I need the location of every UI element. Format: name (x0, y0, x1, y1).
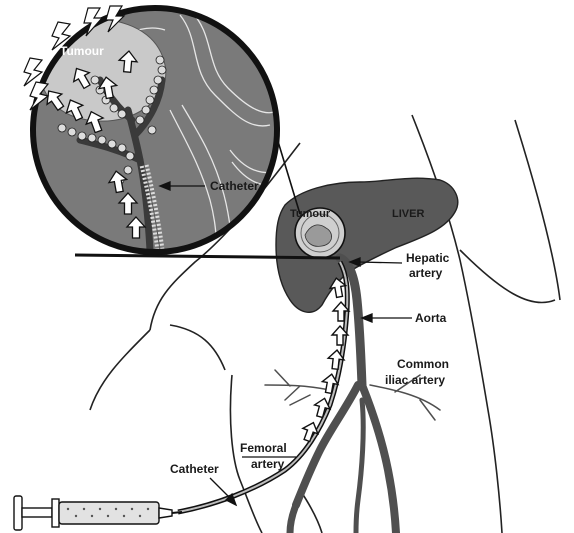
label-tumour-liver: Tumour (290, 208, 331, 220)
label-catheter-inset: Catheter (210, 179, 259, 193)
label-femoral-1: Femoral (240, 441, 287, 455)
label-hepatic-2: artery (409, 266, 443, 280)
label-hepatic-1: Hepatic (406, 251, 450, 265)
label-liver: LIVER (392, 208, 424, 220)
label-femoral-2: artery (251, 457, 285, 471)
label-aorta: Aorta (415, 311, 447, 325)
label-common-1: Common (397, 357, 449, 371)
label-common-2: iliac artery (385, 373, 445, 387)
arrow-up-icon (299, 420, 321, 443)
right-iliac-vessel (362, 385, 396, 533)
lightning-icon (24, 58, 42, 86)
label-catheter-bottom: Catheter (170, 462, 219, 476)
label-tumour-inset: Tumour (60, 44, 104, 58)
syringe-icon (14, 496, 182, 530)
